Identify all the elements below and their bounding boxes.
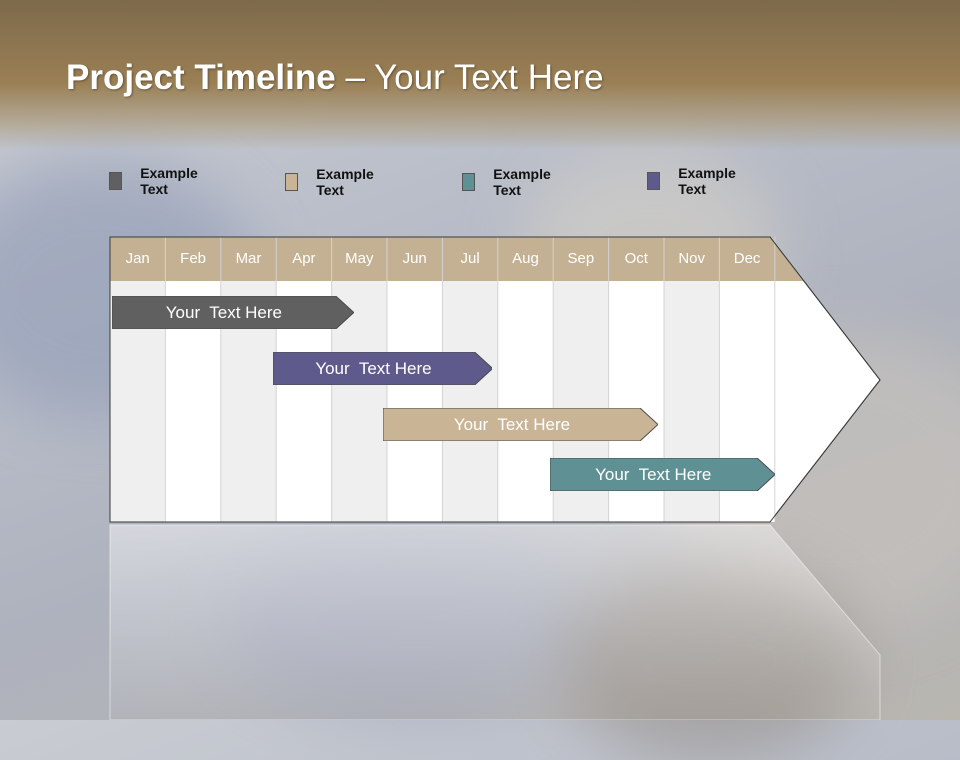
- month-label: Feb: [180, 250, 207, 267]
- month-label: Nov: [678, 250, 706, 267]
- task-label: Your Text Here: [315, 359, 432, 378]
- legend-swatch: [109, 172, 123, 190]
- legend-item: Example Text: [462, 166, 556, 198]
- month-label: Sep: [567, 250, 595, 267]
- month-label: May: [345, 250, 374, 267]
- month-label: Mar: [235, 250, 262, 267]
- task-label: Your Text Here: [453, 415, 571, 434]
- task-arrow-shape: [272, 352, 493, 385]
- timeline-chart: Jan Feb Mar Apr May Jun Jul Aug Sep Oct Nov Dec You…: [109, 236, 881, 720]
- month-column: [387, 281, 443, 522]
- month-header-strip: [110, 237, 804, 281]
- month-label: Apr: [292, 250, 316, 267]
- month-label: Dec: [733, 250, 761, 267]
- slide-title: Project Timeline – Your Text Here: [66, 58, 604, 97]
- month-label: Jun: [402, 250, 427, 267]
- task-label: Your Text Here: [165, 303, 282, 322]
- timeline-arrow-outline: [109, 236, 881, 523]
- task-bar: Your Text Here: [272, 352, 493, 385]
- legend-item: Example Text: [285, 166, 379, 198]
- task-arrow-shape: [549, 458, 775, 491]
- legend-label: Example Text: [493, 166, 551, 198]
- legend-swatch: [647, 172, 661, 190]
- task-label: Your Text Here: [595, 465, 712, 484]
- task-arrow-shape: [112, 296, 354, 329]
- month-label: Jul: [460, 250, 480, 267]
- legend-label: Example Text: [140, 165, 198, 197]
- legend-item: Example Text: [109, 165, 203, 197]
- legend-item: Example Text: [647, 165, 741, 197]
- month-column: [442, 281, 498, 522]
- task-bar: Your Text Here: [383, 408, 659, 441]
- title-banner: [0, 0, 960, 150]
- legend-swatch: [462, 173, 476, 191]
- legend-swatch: [285, 173, 299, 191]
- month-column: [497, 281, 554, 522]
- month-label: Oct: [624, 250, 648, 267]
- task-arrow-shape: [383, 408, 659, 441]
- month-label: Jan: [125, 250, 150, 267]
- task-bar: Your Text Here: [549, 458, 775, 491]
- timeline-reflection: [109, 524, 881, 720]
- legend-label: Example Text: [316, 166, 374, 198]
- task-bar: Your Text Here: [112, 296, 354, 329]
- month-label: Aug: [512, 250, 539, 267]
- legend-label: Example Text: [678, 165, 736, 197]
